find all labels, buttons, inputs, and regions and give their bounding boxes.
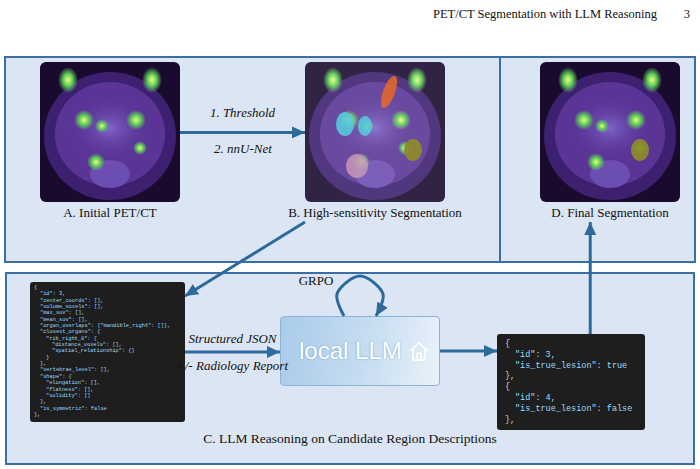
code-line: }, [505, 371, 637, 382]
code-line: "volume_voxels": [], [34, 304, 181, 310]
running-header: PET/CT Segmentation with LLM Reasoning [433, 7, 657, 22]
code-line: "id": 4, [505, 393, 637, 404]
flow-arrow [180, 131, 305, 134]
step-label: 2. nnU-Net [214, 141, 272, 157]
code-line: "solidity": [] [34, 393, 181, 399]
code-line: "closest_organs": { [34, 329, 181, 335]
scan-image: A. Initial PET/CT [40, 62, 180, 222]
llm-box: local LLM [280, 316, 440, 386]
panel-frame [500, 57, 695, 262]
reasoning-panel: C. LLM Reasoning on Candidate Region Des… [5, 272, 695, 465]
segmentation-overlay [631, 139, 649, 161]
flow-arrow [185, 222, 305, 296]
feedback-loop [337, 276, 384, 316]
pet-ct-scan [40, 62, 180, 202]
panel-frame [5, 57, 500, 262]
code-line: "mean_suv": [], [34, 317, 181, 323]
flow-arrow [589, 222, 592, 334]
code-line: }, [34, 361, 181, 367]
flow-arrow [185, 351, 280, 354]
house-icon [410, 343, 428, 360]
edge-label: Structured JSON [189, 331, 277, 347]
input-label: +/- Radiology Report [176, 358, 288, 374]
scan-image: D. Final Segmentation [540, 62, 680, 222]
code-line: "id": 3, [34, 291, 181, 297]
code-line: }, [34, 412, 181, 418]
code-line: "is_symmetric": false [34, 406, 181, 412]
segmentation-overlay [305, 62, 445, 202]
code-line: }, [505, 415, 637, 426]
page-number: 3 [684, 7, 690, 22]
code-line: { [505, 382, 637, 393]
json-input-box: {"id": 3,"center_coords": [],"volume_vox… [30, 282, 185, 422]
code-line: "elongation": [], [34, 380, 181, 386]
code-line: }, [34, 399, 181, 405]
code-line: "shape": { [34, 374, 181, 380]
json-output-box: {"id": 3,"is_true_lesion": true},{"id": … [497, 334, 645, 430]
edge-label: GRPO [299, 273, 334, 289]
edge-label: 1. Threshold [210, 105, 275, 121]
flow-arrow [440, 350, 497, 353]
code-line: "rib_right_8": { [34, 336, 181, 342]
code-line: "id": 3, [505, 350, 637, 361]
scan-image: B. High-sensitivity Segmentation [305, 62, 445, 222]
code-line: "flatness": [], [34, 387, 181, 393]
panel-caption: B. High-sensitivity Segmentation [235, 205, 515, 221]
panel-caption: A. Initial PET/CT [0, 205, 250, 221]
code-line: { [34, 285, 181, 291]
code-line: "is_true_lesion": false [505, 404, 637, 415]
code-line: "distance_voxels": [], [34, 342, 181, 348]
pet-ct-scan [540, 62, 680, 202]
code-line: { [505, 339, 637, 350]
code-line: "is_true_lesion": true [505, 361, 637, 372]
code-line: } [34, 355, 181, 361]
code-line: "center_coords": [], [34, 298, 181, 304]
pet-ct-scan [305, 62, 445, 202]
code-line: "organ_overlaps": {"mandible_right": []}… [34, 323, 181, 329]
code-line: "max_suv": [], [34, 310, 181, 316]
llm-label: local LLM [299, 337, 402, 365]
code-line: "spatial_relationship": {} [34, 348, 181, 354]
code-line: "vertebrae_level": [], [34, 367, 181, 373]
panel-caption: C. LLM Reasoning on Candidate Region Des… [7, 431, 693, 447]
panel-caption: D. Final Segmentation [470, 205, 700, 221]
